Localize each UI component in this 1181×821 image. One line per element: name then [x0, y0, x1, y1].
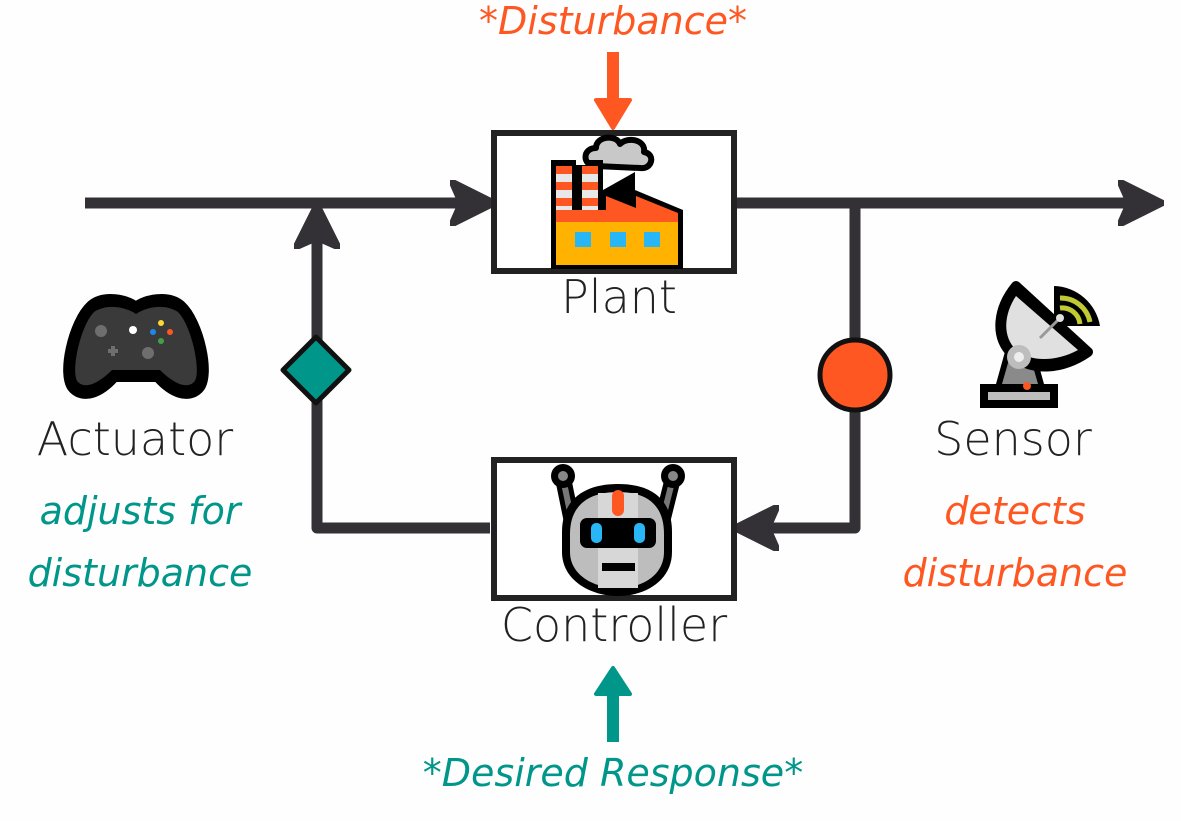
sensor-label: Sensor [934, 412, 1092, 466]
actuator-label: Actuator [36, 412, 234, 466]
plant-block [491, 130, 737, 274]
controller-label: Controller [500, 598, 728, 652]
sensor-description-line1: detects [944, 489, 1086, 533]
satellite-dish-icon [980, 281, 1100, 408]
desired-response-label: *Desired Response* [422, 751, 804, 795]
gamepad-icon [63, 294, 209, 399]
actuator-feedback-line [317, 212, 490, 534]
desired-response-arrow [594, 666, 632, 742]
actuator-description-line1: adjusts for [39, 489, 241, 533]
sensor-marker-circle [817, 337, 893, 413]
robot-icon [551, 464, 685, 596]
disturbance-input-label: *Disturbance* [479, 0, 747, 43]
sensor-feedback-line [742, 203, 861, 528]
plant-label: Plant [561, 270, 677, 324]
sensor-description-line2: disturbance [902, 551, 1128, 595]
actuator-marker-diamond [280, 334, 352, 406]
controller-block [491, 457, 737, 601]
disturbance-arrow [594, 52, 632, 130]
factory-icon [551, 134, 683, 269]
actuator-description-line2: disturbance [27, 551, 253, 595]
